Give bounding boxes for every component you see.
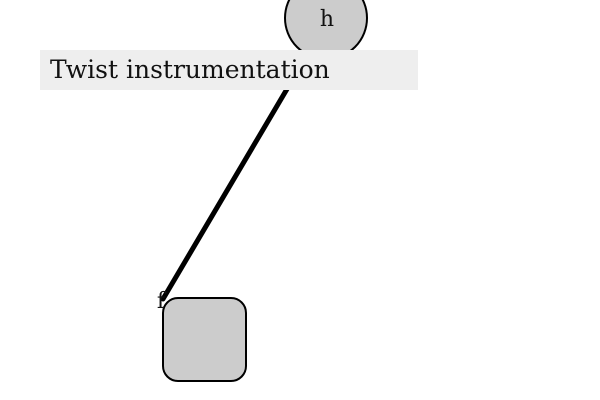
node-f-label: f (157, 289, 167, 314)
node-h-label: h (320, 7, 334, 32)
edge-h-to-f (160, 86, 290, 302)
node-f-rounded-square (162, 297, 247, 382)
banner: Twist instrumentation (40, 50, 418, 90)
banner-text: Twist instrumentation (50, 55, 330, 84)
node-f[interactable]: f (157, 289, 247, 382)
banner-background (40, 50, 418, 90)
